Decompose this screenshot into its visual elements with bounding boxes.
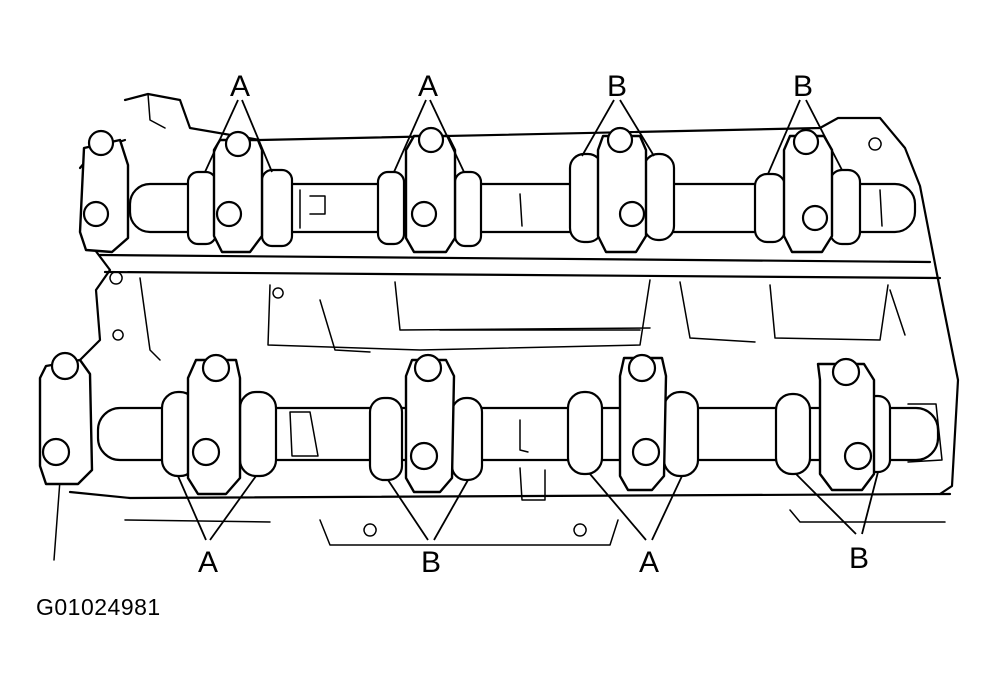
bottom-camshaft-shaft	[96, 406, 940, 462]
cam-lobe	[450, 396, 484, 482]
top-camshaft-shaft	[128, 182, 917, 234]
bolt	[409, 441, 439, 471]
top-leader-lines	[204, 99, 843, 175]
bottom-leader-lines	[177, 471, 879, 541]
bolt	[82, 200, 110, 228]
cam-lobe	[453, 170, 483, 248]
bearing-cap	[404, 134, 457, 254]
bolt	[792, 128, 820, 156]
callout-label: B	[793, 70, 813, 103]
bearing-cap	[78, 138, 130, 254]
bearing-cap	[596, 134, 648, 254]
cylinder-head-outline	[53, 92, 960, 561]
cam-lobe	[376, 170, 406, 246]
bolt	[618, 200, 646, 228]
bolt	[215, 200, 243, 228]
bottom-callouts: A B A B	[198, 542, 869, 579]
bolt	[831, 357, 861, 387]
bolt	[801, 204, 829, 232]
top-callouts: A A B B	[230, 70, 813, 103]
callout-label: B	[849, 542, 869, 575]
callout-label: A	[198, 546, 218, 579]
cam-lobe	[774, 392, 812, 476]
bolt	[41, 437, 71, 467]
callout-label: A	[418, 70, 438, 103]
bolt	[627, 353, 657, 383]
cam-lobe	[566, 390, 604, 476]
bottom-camshaft	[38, 351, 943, 496]
bolt	[201, 353, 231, 383]
cam-lobe	[828, 168, 862, 246]
cam-lobe	[753, 172, 787, 244]
cam-lobe	[186, 170, 218, 246]
callout-label: A	[230, 70, 250, 103]
cam-lobe	[662, 390, 700, 478]
bolt	[606, 126, 634, 154]
bolt	[191, 437, 221, 467]
bolt	[224, 130, 252, 158]
cam-lobe	[238, 390, 278, 478]
bolt	[417, 126, 445, 154]
cam-lobe	[642, 152, 676, 242]
bolt	[843, 441, 873, 471]
bolt	[50, 351, 80, 381]
bolt	[631, 437, 661, 467]
figure-id: G01024981	[36, 594, 161, 620]
callout-label: B	[607, 70, 627, 103]
bolt	[87, 129, 115, 157]
callout-label: A	[639, 546, 659, 579]
bolt	[413, 353, 443, 383]
cam-lobe	[368, 396, 404, 482]
callout-label: B	[421, 546, 441, 579]
bolt	[410, 200, 438, 228]
cam-lobe	[260, 168, 294, 248]
top-camshaft	[78, 126, 917, 254]
